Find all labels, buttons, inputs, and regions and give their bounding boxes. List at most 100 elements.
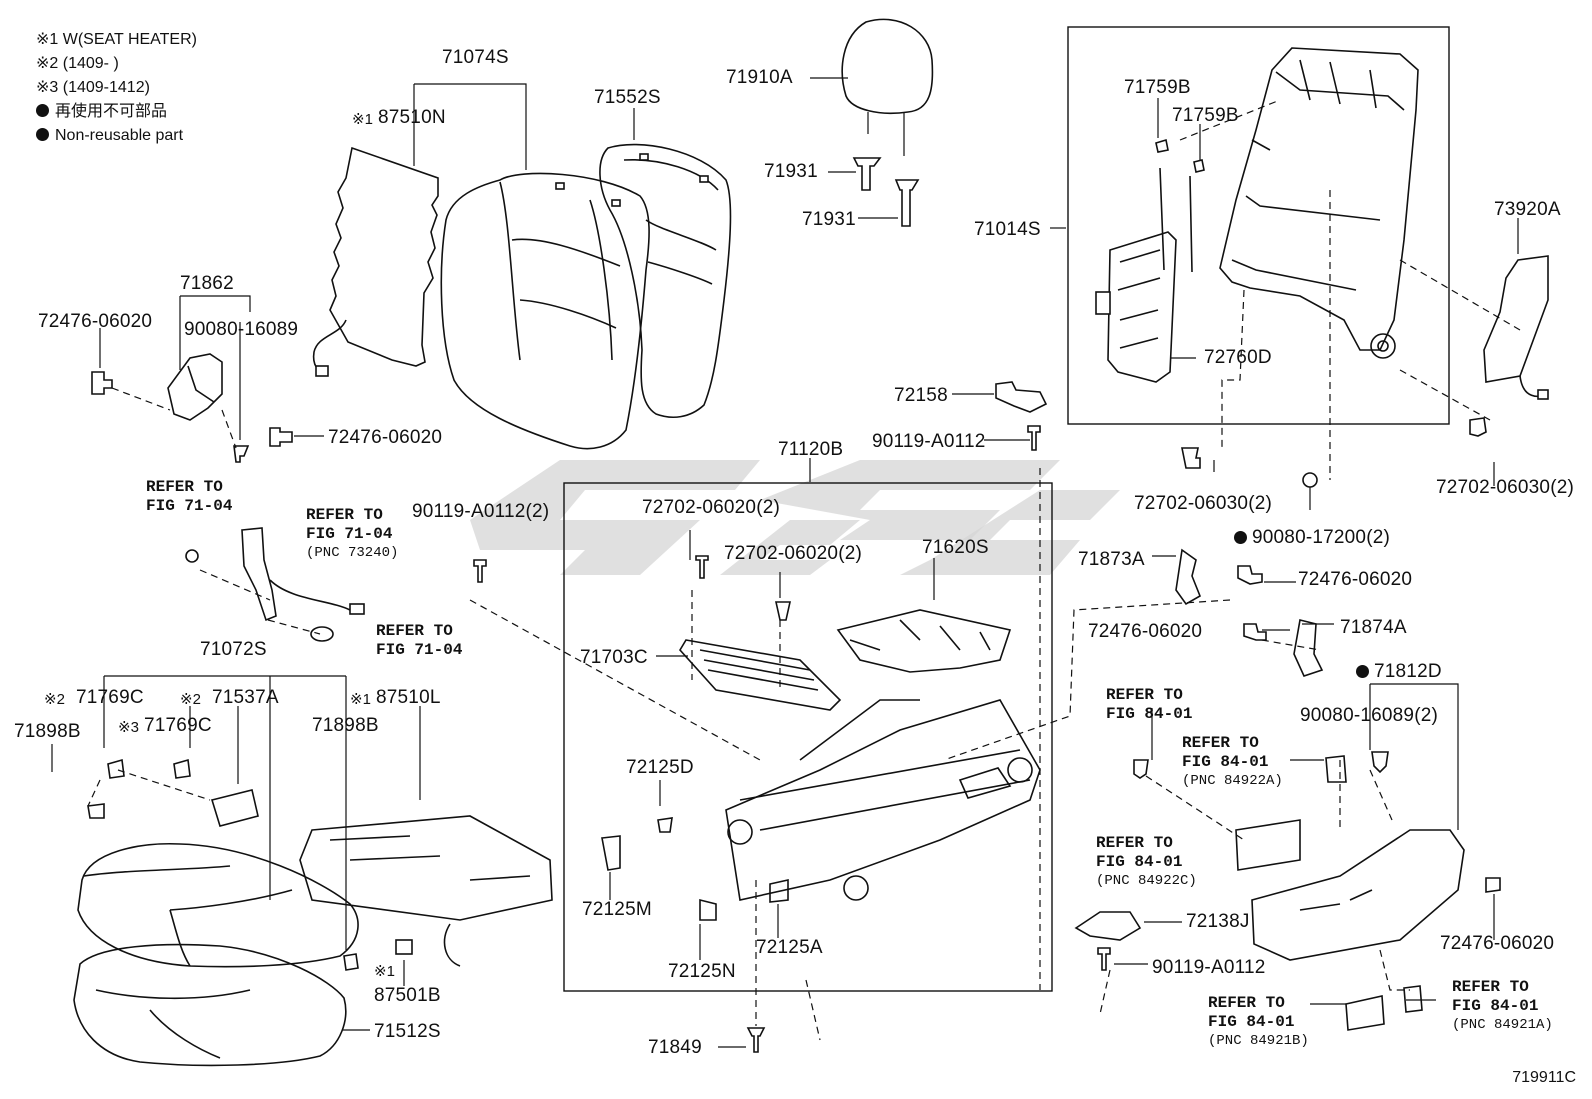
- headrest: [841, 18, 934, 156]
- label-71898B-b[interactable]: 71898B: [312, 715, 379, 736]
- seatback-frame: [1219, 47, 1419, 359]
- label-72760D[interactable]: 72760D: [1204, 347, 1272, 368]
- label-72476-06020-d[interactable]: 72476-06020: [1088, 621, 1203, 642]
- leader-lines: [51, 77, 1519, 1048]
- reference-fig-84-01-a[interactable]: REFER TO FIG 84-01: [1106, 686, 1193, 723]
- reference-pnc-73240: (PNC 73240): [306, 545, 399, 561]
- label-72138J[interactable]: 72138J: [1186, 911, 1250, 932]
- label-72125M[interactable]: 72125M: [582, 899, 652, 920]
- label-72476-06020-a[interactable]: 72476-06020: [38, 311, 153, 332]
- label-72125D[interactable]: 72125D: [626, 757, 694, 778]
- label-71120B[interactable]: 71120B: [778, 439, 844, 460]
- legend-non-reusable-en: Non-reusable part: [36, 124, 197, 148]
- seatbelt-buckle: [185, 527, 365, 642]
- bracket-71874A: [1293, 619, 1324, 677]
- legend-note-2: ※2 (1409- ): [36, 55, 119, 72]
- label-90119-A0112-c[interactable]: 90119-A0112: [1152, 957, 1266, 978]
- bracket-72138J: [1074, 911, 1142, 941]
- reference-fig-84-01-b[interactable]: REFER TO FIG 84-01: [1182, 734, 1269, 771]
- label-72702-06020-a[interactable]: 72702-06020(2): [642, 497, 781, 518]
- label-72476-06020-e[interactable]: 72476-06020: [1440, 933, 1555, 954]
- headrest-guides: [852, 157, 920, 227]
- adjuster-cover-71703C: [679, 639, 842, 711]
- label-71931-b[interactable]: 71931: [802, 209, 856, 230]
- label-71074S[interactable]: 71074S: [442, 47, 509, 68]
- reference-pnc-84921B: (PNC 84921B): [1208, 1033, 1309, 1049]
- label-71862[interactable]: 71862: [180, 273, 234, 294]
- label-72476-06020-b[interactable]: 72476-06020: [328, 427, 443, 448]
- label-71873A[interactable]: 71873A: [1078, 549, 1145, 570]
- label-71537A[interactable]: 71537A: [212, 687, 279, 708]
- label-71512S[interactable]: 71512S: [374, 1021, 441, 1042]
- pin-71849: [746, 1027, 766, 1053]
- label-71874A[interactable]: 71874A: [1340, 617, 1407, 638]
- side-cover-71812D: [1251, 829, 1465, 961]
- non-reusable-dot-icon: [1356, 665, 1369, 678]
- bolts-left: [91, 371, 293, 463]
- marker-87510L: ※1: [350, 691, 371, 708]
- reference-pnc-84922A: (PNC 84922A): [1182, 773, 1283, 789]
- legend-note-1: ※1 W(SEAT HEATER): [36, 31, 197, 48]
- marker-71769C-b: ※3: [118, 719, 139, 736]
- label-90080-17200[interactable]: 90080-17200(2): [1252, 527, 1391, 548]
- label-71849[interactable]: 71849: [648, 1037, 702, 1058]
- label-71769C-b[interactable]: 71769C: [144, 715, 212, 736]
- label-90080-16089-b[interactable]: 90080-16089(2): [1300, 705, 1439, 726]
- label-90080-16089[interactable]: 90080-16089: [184, 319, 299, 340]
- bracket-72158: [995, 381, 1048, 413]
- reference-fig-71-04-c[interactable]: REFER TO FIG 71-04: [376, 622, 463, 659]
- reference-fig-84-01-d[interactable]: REFER TO FIG 84-01: [1208, 994, 1295, 1031]
- label-87501B[interactable]: 87501B: [374, 985, 441, 1006]
- label-87510L[interactable]: 87510L: [376, 687, 441, 708]
- label-72476-06020-c[interactable]: 72476-06020: [1298, 569, 1413, 590]
- legend-note-3: ※3 (1409-1412): [36, 79, 150, 96]
- spring-71620S: [836, 609, 1012, 673]
- label-90119-A0112-a[interactable]: 90119-A0112: [872, 431, 986, 452]
- label-71910A[interactable]: 71910A: [726, 67, 793, 88]
- marker-71769C-a: ※2: [44, 691, 65, 708]
- bracket-71873A: [1175, 548, 1202, 606]
- label-71759B-b[interactable]: 71759B: [1172, 105, 1239, 126]
- label-72158[interactable]: 72158: [894, 385, 948, 406]
- marker-87501B: ※1: [374, 963, 395, 980]
- cushion-small-parts: [87, 758, 359, 971]
- reference-fig-71-04-b[interactable]: REFER TO FIG 71-04: [306, 506, 393, 543]
- label-72125N[interactable]: 72125N: [668, 961, 736, 982]
- label-71552S[interactable]: 71552S: [594, 87, 661, 108]
- seatback-heater-pad: [312, 146, 439, 377]
- reference-pnc-84921A: (PNC 84921A): [1452, 1017, 1553, 1033]
- label-71620S[interactable]: 71620S: [922, 537, 989, 558]
- label-71931-a[interactable]: 71931: [764, 161, 818, 182]
- label-71072S[interactable]: 71072S: [200, 639, 267, 660]
- side-shield-cover: [1483, 255, 1549, 400]
- seat-cushion-cover: [77, 842, 359, 968]
- label-72702-06020-b[interactable]: 72702-06020(2): [724, 543, 863, 564]
- reference-fig-84-01-c[interactable]: REFER TO FIG 84-01: [1096, 834, 1183, 871]
- label-72702-06030-b[interactable]: 72702-06030(2): [1436, 477, 1575, 498]
- legend: ※1 W(SEAT HEATER) ※2 (1409- ) ※3 (1409-1…: [36, 28, 197, 148]
- label-71703C[interactable]: 71703C: [580, 647, 648, 668]
- label-72702-06030-a[interactable]: 72702-06030(2): [1134, 493, 1273, 514]
- label-73920A[interactable]: 73920A: [1494, 199, 1561, 220]
- label-71759B-a[interactable]: 71759B: [1124, 77, 1191, 98]
- adjuster-group-box: [563, 482, 1053, 992]
- clips-72125: [601, 817, 789, 921]
- label-71812D[interactable]: 71812D: [1374, 661, 1442, 682]
- seatback-pad: [599, 143, 732, 419]
- label-90119-A0112-b[interactable]: 90119-A0112(2): [412, 501, 550, 522]
- legend-non-reusable-jp: 再使用不可部品: [36, 100, 197, 124]
- label-71014S[interactable]: 71014S: [974, 219, 1041, 240]
- non-reusable-dot-icon: [36, 128, 49, 141]
- reference-pnc-84922C: (PNC 84922C): [1096, 873, 1197, 889]
- switch-parts: [1235, 755, 1423, 1031]
- label-71769C-a[interactable]: 71769C: [76, 687, 144, 708]
- label-87510N[interactable]: 87510N: [378, 107, 446, 128]
- bolts-right: [473, 417, 1501, 971]
- label-72125A[interactable]: 72125A: [756, 937, 823, 958]
- label-71898B-a[interactable]: 71898B: [14, 721, 81, 742]
- reference-fig-84-01-e[interactable]: REFER TO FIG 84-01: [1452, 978, 1539, 1015]
- reference-fig-71-04-a[interactable]: REFER TO FIG 71-04: [146, 478, 233, 515]
- frame-clips: [1155, 138, 1205, 173]
- watermark-logo: [470, 460, 1120, 575]
